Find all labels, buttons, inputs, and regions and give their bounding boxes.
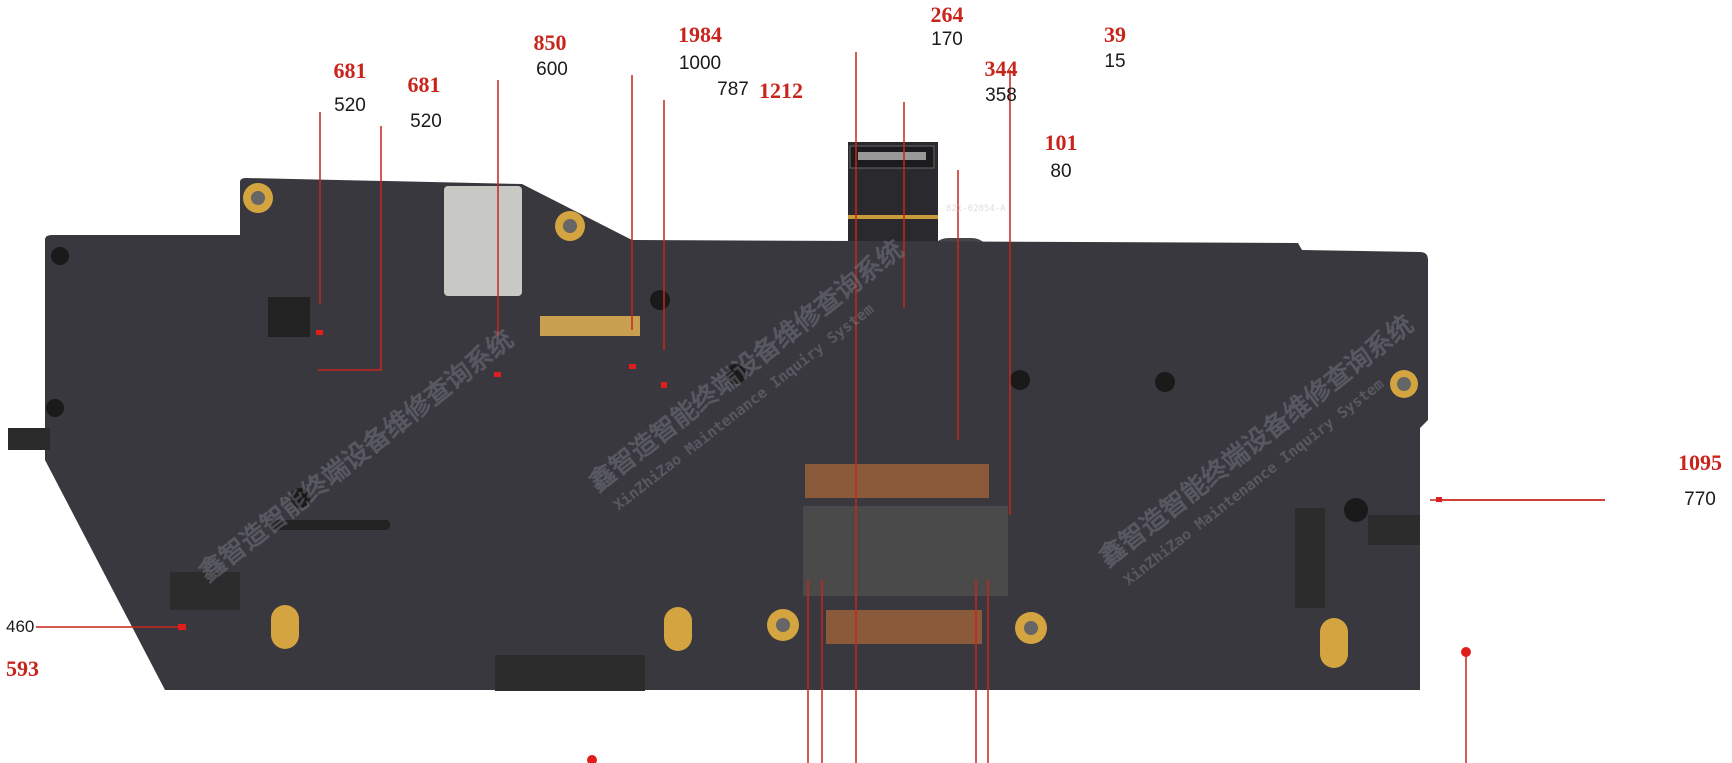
label-red-b: 681	[407, 72, 441, 97]
label-red-k: 593	[6, 656, 39, 681]
label-black-e: 787	[717, 79, 749, 100]
leader-lines	[36, 52, 1605, 763]
label-black-b: 520	[410, 111, 442, 132]
label-red-h: 101	[1044, 130, 1078, 155]
label-black-i: 15	[1104, 51, 1126, 72]
board-outline	[45, 178, 1428, 690]
label-black-j: 770	[1684, 489, 1716, 510]
label-red-i: 39	[1104, 22, 1126, 47]
label-red-g: 344	[984, 56, 1018, 81]
label-red-c: 850	[533, 30, 567, 55]
label-black-a: 520	[334, 95, 366, 116]
label-red-f: 264	[930, 2, 964, 27]
label-black-h: 80	[1050, 161, 1072, 182]
label-black-g: 358	[985, 85, 1017, 106]
label-red-j: 1095	[1678, 450, 1722, 475]
label-red-a: 681	[333, 58, 367, 83]
label-red-d: 1984	[678, 22, 722, 47]
label-black-k: 460	[6, 617, 35, 636]
label-black-c: 600	[536, 59, 568, 80]
label-red-e: 1212	[759, 78, 803, 103]
connector-part-number: 821-02854-A	[946, 204, 1006, 214]
label-black-f: 170	[931, 29, 963, 50]
label-black-d: 1000	[678, 53, 722, 74]
